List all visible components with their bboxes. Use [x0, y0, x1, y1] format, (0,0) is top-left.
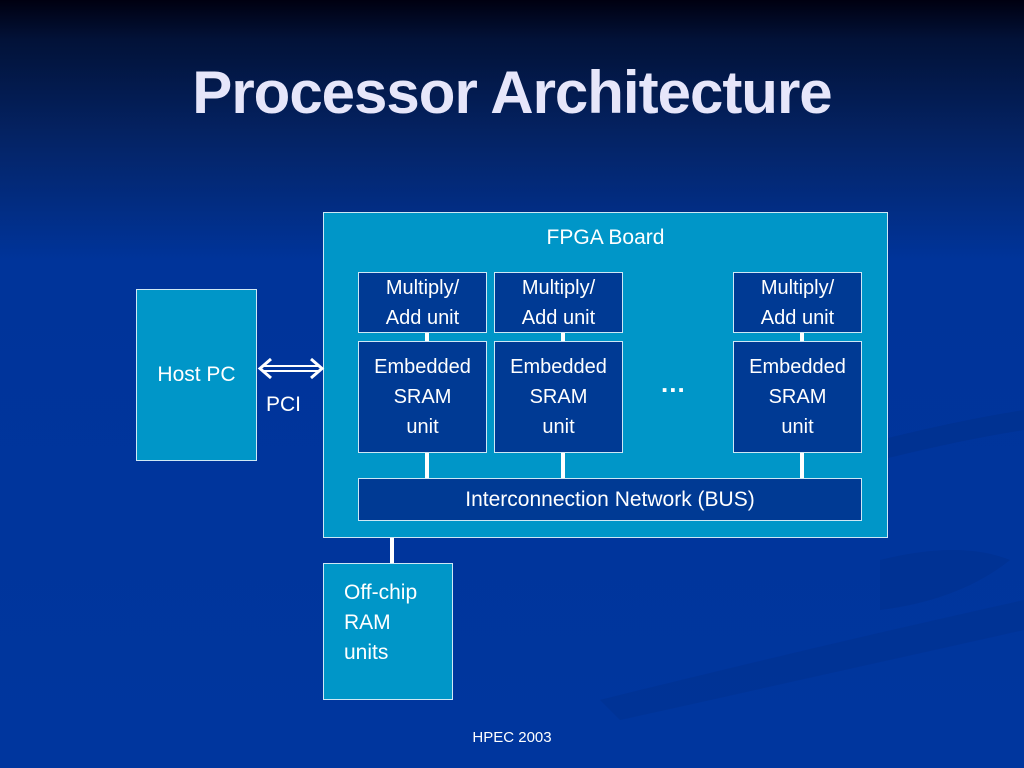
offchip-ram: Off-chip RAM units [323, 563, 453, 700]
connector-line [425, 452, 429, 478]
mac-unit-1: Multiply/ Add unit [358, 272, 487, 333]
connector-line [800, 452, 804, 478]
mac-unit-3: Multiply/ Add unit [733, 272, 862, 333]
sram-unit-3: Embedded SRAM unit [733, 341, 862, 453]
sram-unit-1: Embedded SRAM unit [358, 341, 487, 453]
connector-line [800, 332, 804, 342]
fpga-board-label: FPGA Board [546, 226, 665, 249]
sram-unit-2: Embedded SRAM unit [494, 341, 623, 453]
double-arrow-icon [257, 357, 325, 380]
pci-label: PCI [266, 393, 302, 416]
slide-title: Processor Architecture [192, 59, 832, 126]
ellipsis: ... [661, 368, 686, 398]
host-pc: Host PC [136, 289, 257, 461]
slide-footer: HPEC 2003 [472, 729, 552, 746]
connector-line [561, 332, 565, 342]
host-pc-label: Host PC [157, 363, 236, 386]
mac-unit-2: Multiply/ Add unit [494, 272, 623, 333]
connector-line [425, 332, 429, 342]
interconnection-bus: Interconnection Network (BUS) [358, 478, 862, 521]
connector-line [390, 538, 394, 563]
connector-line [561, 452, 565, 478]
